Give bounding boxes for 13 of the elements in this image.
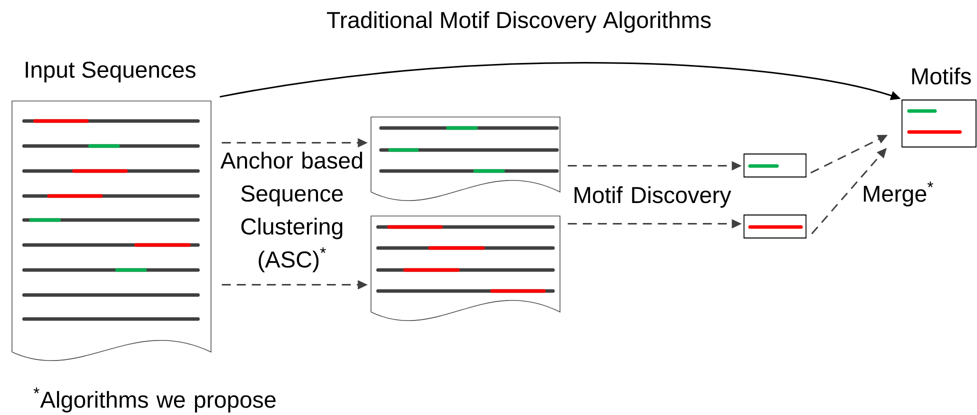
label-text: Merge$^{*}$ xyxy=(864,182,934,206)
document-drawing xyxy=(12,100,212,361)
edge-label: Traditional Motif Discovery Algorithms xyxy=(325,10,713,34)
document-drawing xyxy=(370,216,560,321)
label-text: $^{*}$Algorithms we propose xyxy=(34,388,276,412)
label-text: Motif Discovery xyxy=(574,186,732,208)
document-drawing xyxy=(370,116,560,201)
motif-box xyxy=(744,154,806,178)
motif-box xyxy=(744,214,806,238)
label-text: Anchor based Sequence Clustering (ASC)$^{*}$ xyxy=(220,152,362,272)
node-heading: Input Sequences xyxy=(26,62,196,82)
motif-box xyxy=(902,100,976,148)
node-heading: Motifs xyxy=(912,68,971,84)
